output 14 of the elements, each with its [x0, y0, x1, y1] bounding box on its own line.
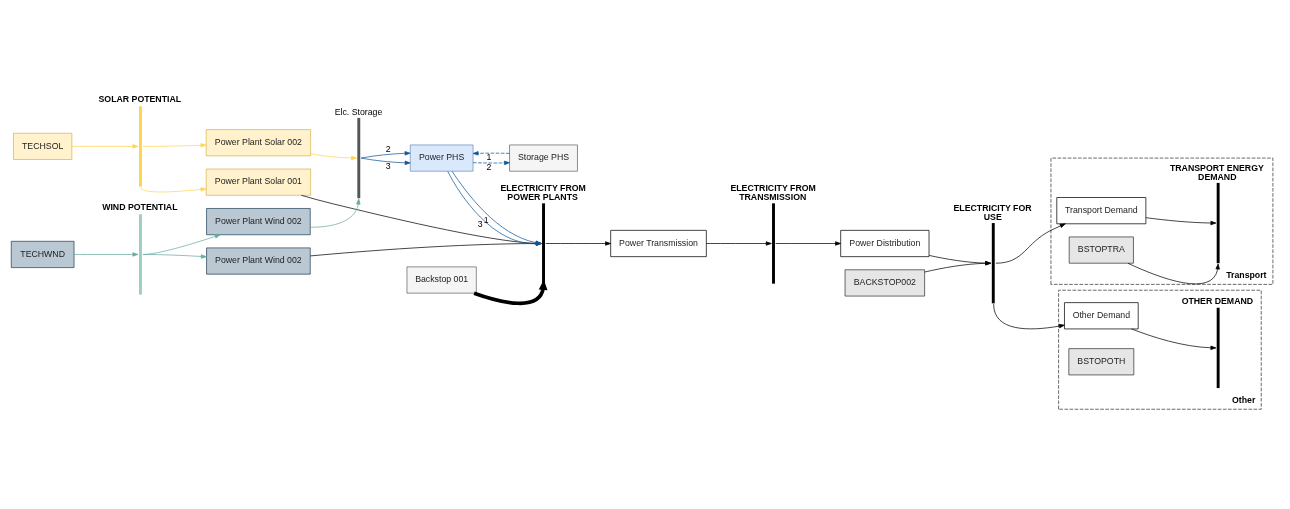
edge-label: 2 [486, 161, 492, 172]
edge-label: 1 [483, 214, 489, 225]
edge-label: 2 [385, 143, 391, 154]
node-label: TRANSPORT ENERGY DEMAND [1169, 162, 1264, 182]
node-label: WIND POTENTIAL [102, 201, 178, 212]
edge-label: 1 [486, 151, 492, 162]
node-label: ELECTRICITY FROM POWER PLANTS [500, 182, 586, 202]
edge-label: 3 [385, 160, 391, 171]
edge-label: 3 [477, 218, 483, 229]
node-label: SOLAR POTENTIAL [98, 93, 182, 104]
node-label: ELECTRICITY FOR USE [953, 202, 1032, 222]
node-label: ELECTRICITY FROM TRANSMISSION [730, 182, 816, 202]
node-label: OTHER DEMAND [1181, 295, 1254, 306]
node-label: Elc. Storage [334, 106, 383, 117]
